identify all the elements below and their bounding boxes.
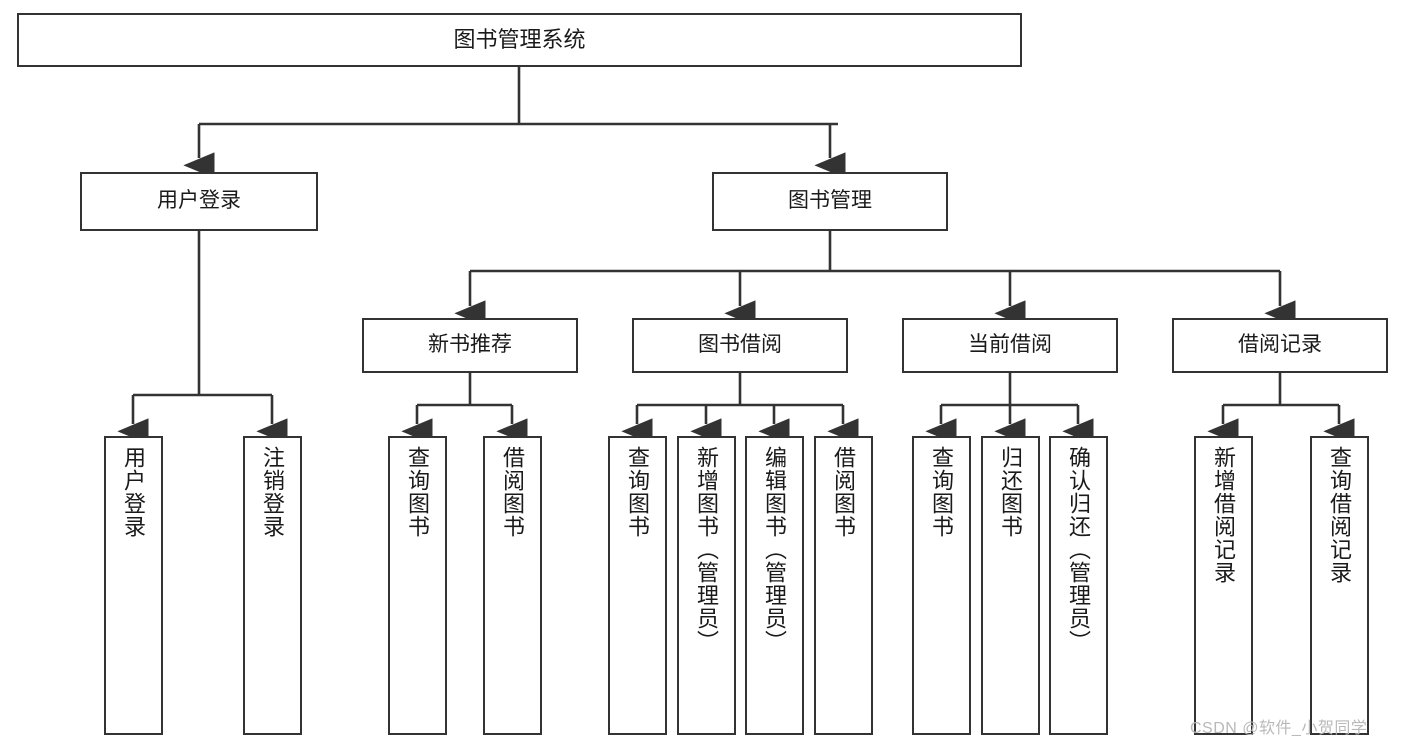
- leaf-add-book[interactable]: 新增图书（管理员）: [677, 436, 736, 735]
- node-borrow-record[interactable]: 借阅记录: [1172, 318, 1388, 373]
- leaf-edit-book-label: 编辑图书（管理员）: [762, 446, 788, 653]
- leaf-query-book-b-label: 查询图书: [625, 446, 651, 538]
- leaf-user-logout[interactable]: 注销登录: [243, 436, 302, 735]
- node-root[interactable]: 图书管理系统: [17, 13, 1022, 67]
- leaf-borrow-book-b-label: 借阅图书: [831, 446, 857, 538]
- node-user-login-label: 用户登录: [157, 189, 241, 213]
- node-current-borrow[interactable]: 当前借阅: [902, 318, 1118, 373]
- node-book-borrow-label: 图书借阅: [698, 333, 782, 357]
- leaf-query-book-c[interactable]: 查询图书: [912, 436, 971, 735]
- leaf-return-book[interactable]: 归还图书: [981, 436, 1040, 735]
- node-new-book-recommend[interactable]: 新书推荐: [362, 318, 578, 373]
- node-book-borrow[interactable]: 图书借阅: [632, 318, 848, 373]
- node-book-manage-label: 图书管理: [788, 189, 872, 213]
- node-root-label: 图书管理系统: [453, 27, 586, 53]
- leaf-add-borrow-record[interactable]: 新增借阅记录: [1194, 436, 1253, 735]
- node-book-manage[interactable]: 图书管理: [712, 172, 948, 231]
- leaf-return-book-label: 归还图书: [998, 446, 1024, 538]
- leaf-edit-book[interactable]: 编辑图书（管理员）: [745, 436, 804, 735]
- node-current-borrow-label: 当前借阅: [968, 333, 1052, 357]
- leaf-user-login[interactable]: 用户登录: [104, 436, 163, 735]
- leaf-query-book-c-label: 查询图书: [929, 446, 955, 538]
- leaf-add-borrow-record-label: 新增借阅记录: [1211, 446, 1237, 584]
- csdn-watermark: CSDN @软件_小贺同学: [1190, 720, 1368, 737]
- leaf-query-book-a-label: 查询图书: [405, 446, 431, 538]
- leaf-query-book-a[interactable]: 查询图书: [388, 436, 447, 735]
- leaf-query-borrow-record-label: 查询借阅记录: [1327, 446, 1353, 584]
- leaf-query-book-b[interactable]: 查询图书: [608, 436, 667, 735]
- leaf-confirm-return-label: 确认归还（管理员）: [1066, 446, 1092, 653]
- node-user-login[interactable]: 用户登录: [80, 172, 318, 231]
- leaf-add-book-label: 新增图书（管理员）: [694, 446, 720, 653]
- node-new-book-recommend-label: 新书推荐: [428, 333, 512, 357]
- leaf-borrow-book-a-label: 借阅图书: [500, 446, 526, 538]
- leaf-user-login-label: 用户登录: [121, 446, 147, 538]
- leaf-confirm-return[interactable]: 确认归还（管理员）: [1049, 436, 1108, 735]
- node-borrow-record-label: 借阅记录: [1238, 333, 1322, 357]
- leaf-borrow-book-a[interactable]: 借阅图书: [483, 436, 542, 735]
- leaf-query-borrow-record[interactable]: 查询借阅记录: [1310, 436, 1369, 735]
- leaf-user-logout-label: 注销登录: [260, 446, 286, 538]
- leaf-borrow-book-b[interactable]: 借阅图书: [814, 436, 873, 735]
